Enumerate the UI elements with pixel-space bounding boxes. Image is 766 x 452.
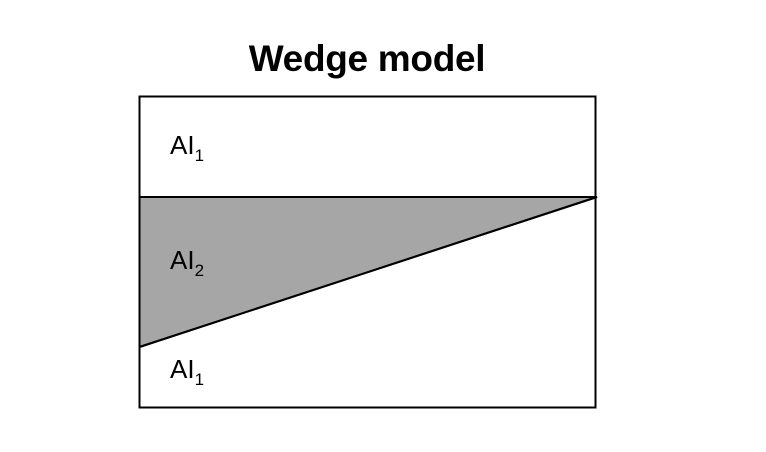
layer-symbol: AI	[170, 245, 195, 275]
layer-label-top: AI1	[170, 130, 204, 165]
layer-label-wedge: AI2	[170, 245, 204, 280]
layer-index: 1	[194, 370, 205, 389]
layer-index: 1	[194, 146, 205, 165]
layer-label-bottom: AI1	[170, 354, 204, 389]
layer-symbol: AI	[170, 354, 195, 384]
layer-index: 2	[194, 261, 205, 280]
layer-symbol: AI	[170, 130, 195, 160]
wedge-base-line	[139, 196, 598, 348]
diagram-title: Wedge model	[248, 38, 486, 79]
